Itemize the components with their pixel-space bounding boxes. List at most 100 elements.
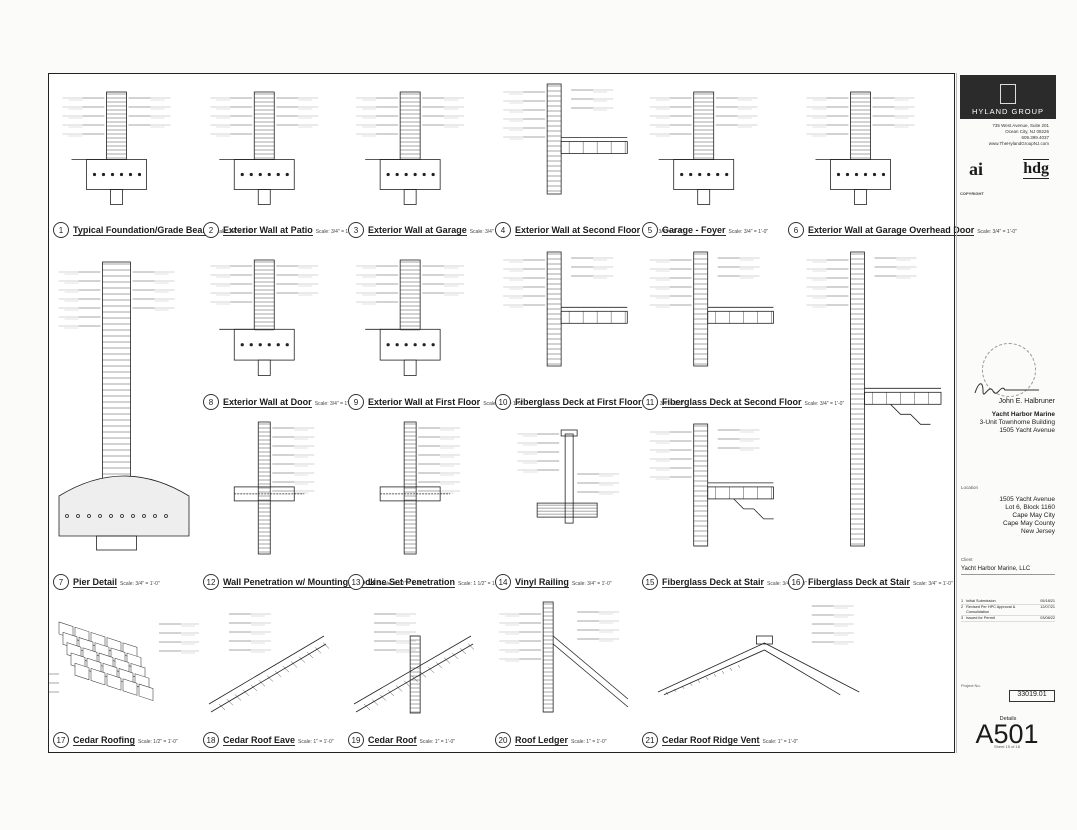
revision-description: Initial Submission	[966, 599, 996, 603]
detail-scale: Scale: 3/4" = 1'-0"	[314, 401, 355, 407]
building-logo-icon	[1000, 84, 1016, 104]
detail-scale: Scale: 1/2" = 1'-0"	[138, 739, 178, 745]
detail-number: 14	[495, 574, 511, 590]
detail-drawing	[503, 83, 628, 195]
revision-number: 1	[961, 599, 964, 603]
sheet-number: A501	[975, 719, 1039, 749]
detail-number: 17	[53, 732, 69, 748]
detail-drawing	[499, 601, 629, 713]
detail-number: 1	[53, 222, 69, 238]
detail-number: 11	[642, 394, 658, 410]
detail-title: Exterior Wall at Garage	[368, 225, 467, 236]
hdg-mark: hdg	[1023, 159, 1049, 179]
revision-number: 3	[961, 616, 964, 620]
detail-number: 9	[348, 394, 364, 410]
detail-number: 15	[642, 574, 658, 590]
detail-number: 7	[53, 574, 69, 590]
detail-scale: Scale: 3/4" = 1'-0"	[643, 229, 683, 235]
revision-description: Issued for Permit	[966, 616, 995, 620]
detail-title: Exterior Wall at First Floor	[368, 397, 481, 408]
detail-number: 21	[642, 732, 658, 748]
project-no-label: Project No.	[961, 683, 981, 688]
detail-drawing	[210, 259, 319, 376]
detail-scale: Scale: 3/4" = 1'-0"	[213, 229, 254, 235]
client-name: Yacht Harbor Marine, LLC	[961, 566, 1055, 575]
detail-drawing	[210, 91, 319, 205]
project-info: Yacht Harbor Marine 3-Unit Townhome Buil…	[979, 411, 1055, 434]
detail-title: Cedar Roof Ridge Vent	[662, 735, 760, 746]
detail-scale: Scale: 3/4" = 1'-0"	[469, 229, 510, 235]
detail-scale: Scale: 1 1/2" = 1'-0"	[458, 581, 502, 587]
location-heading: Location	[961, 485, 979, 490]
detail-title: Exterior Wall at Door	[223, 397, 312, 408]
sheet-title: Details	[999, 716, 1017, 722]
detail-scale: Scale: 1" = 1'-0"	[762, 739, 799, 745]
detail-number: 6	[788, 222, 804, 238]
detail-title: Cedar Roof Eave	[223, 735, 296, 746]
detail-scale: Scale: 3/4" = 1'-0"	[728, 229, 769, 235]
detail-drawing	[356, 259, 465, 376]
detail-drawing	[62, 91, 171, 205]
detail-scale: Scale: 3/4" = 1'-0"	[315, 229, 356, 235]
detail-scale: Scale: 3/4" = 1'-0"	[767, 581, 807, 587]
detail-title: Wall Penetration w/ Mounting Block	[223, 577, 376, 588]
detail-drawing	[49, 621, 199, 701]
firm-name: HYLAND GROUP	[971, 107, 1044, 116]
detail-title: Line Set Penetration	[368, 577, 456, 588]
detail-drawing	[356, 91, 465, 205]
signature-icon	[974, 383, 1039, 395]
detail-drawing	[649, 251, 774, 367]
firm-logo: HYLAND GROUP	[960, 75, 1056, 119]
detail-scale: Scale: 3/4" = 1'-0"	[913, 581, 953, 587]
title-block: HYLAND GROUP 735 West Avenue, Suite 201 …	[956, 73, 1056, 753]
detail-drawing	[233, 421, 315, 555]
detail-scale: Scale: 3/4" = 1'-0"	[571, 581, 612, 587]
detail-title: Fiberglass Deck at Stair	[808, 577, 911, 588]
detail-title: Exterior Wall at Patio	[223, 225, 313, 236]
detail-number: 10	[495, 394, 511, 410]
engineer-name: John E. Halbruner	[998, 398, 1055, 405]
detail-title: Cedar Roofing	[73, 735, 135, 746]
detail-title: Fiberglass Deck at First Floor	[515, 397, 642, 408]
detail-title: Vinyl Railing	[515, 577, 569, 588]
detail-title: Exterior Wall at Garage Overhead Door	[808, 225, 975, 236]
revision-date: 03/08/22	[1040, 616, 1055, 620]
detail-drawing	[657, 605, 860, 696]
detail-drawing	[503, 251, 628, 367]
detail-title: Pier Detail	[73, 577, 118, 588]
detail-scale: Scale: 1" = 1'-0"	[419, 739, 456, 745]
detail-title: Fiberglass Deck at Second Floor	[662, 397, 802, 408]
sheet-count: Sheet 15 of 18	[993, 744, 1021, 749]
detail-drawing	[649, 91, 758, 205]
detail-number: 8	[203, 394, 219, 410]
detail-title: Typical Foundation/Grade Beam	[73, 225, 211, 236]
ai-mark: ai	[969, 158, 984, 179]
